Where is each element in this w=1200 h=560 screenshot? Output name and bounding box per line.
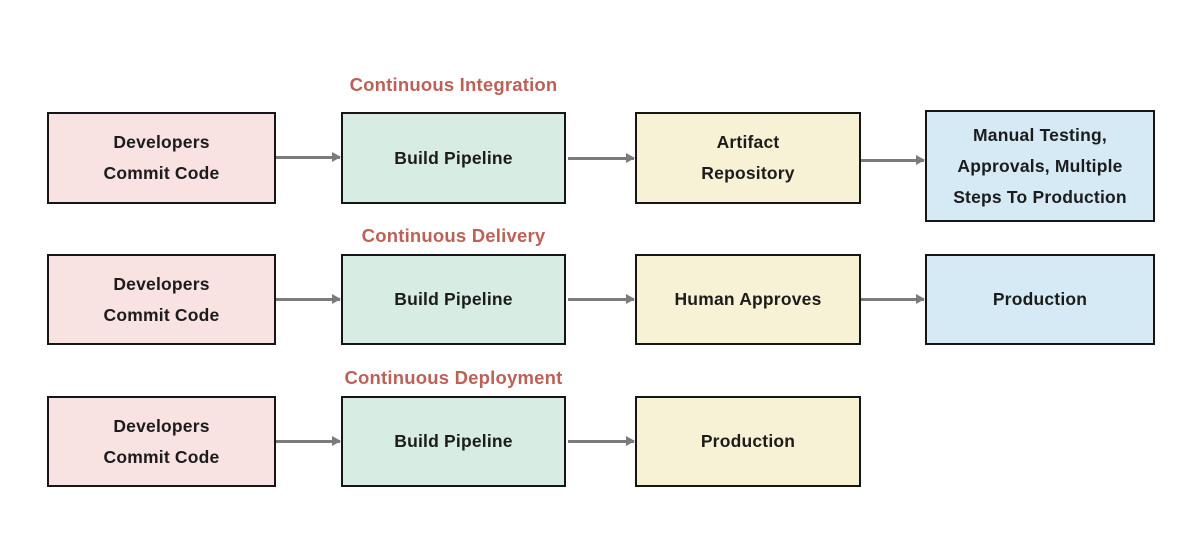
node-label: Human Approves [674, 289, 822, 309]
node-label: Developers Commit Code [103, 132, 220, 183]
row-title-continuous-delivery: Continuous Delivery [361, 225, 546, 246]
node-label: Build Pipeline [394, 289, 513, 309]
arrow-right-icon [568, 440, 634, 443]
arrow-right-icon [568, 157, 634, 160]
node-label: Manual Testing, Approvals, Multiple Step… [953, 124, 1127, 207]
node-label: Developers Commit Code [103, 415, 220, 467]
node-label: Production [992, 289, 1088, 309]
node-label: Build Pipeline [394, 431, 513, 451]
node-artifact-repository: Artifact Repository [635, 112, 861, 204]
node-build-pipeline: Build Pipeline [341, 396, 566, 487]
node-label: Artifact Repository [701, 132, 795, 183]
node-label: Developers Commit Code [103, 273, 220, 325]
node-label: Production [700, 431, 796, 451]
node-build-pipeline: Build Pipeline [341, 254, 566, 345]
node-build-pipeline: Build Pipeline [341, 112, 566, 204]
node-label: Build Pipeline [394, 147, 513, 168]
node-production: Production [635, 396, 861, 487]
arrow-right-icon [276, 156, 340, 159]
arrow-right-icon [861, 298, 924, 301]
node-production: Production [925, 254, 1155, 345]
row-title-continuous-deployment: Continuous Deployment [344, 367, 563, 388]
arrow-right-icon [276, 298, 340, 301]
arrow-right-icon [861, 159, 924, 162]
arrow-right-icon [276, 440, 340, 443]
node-developers-commit-code: Developers Commit Code [47, 396, 276, 487]
node-human-approves: Human Approves [635, 254, 861, 345]
row-title-continuous-integration: Continuous Integration [349, 74, 558, 95]
node-developers-commit-code: Developers Commit Code [47, 254, 276, 345]
node-developers-commit-code: Developers Commit Code [47, 112, 276, 204]
arrow-right-icon [568, 298, 634, 301]
node-manual-testing-approvals: Manual Testing, Approvals, Multiple Step… [925, 110, 1155, 222]
